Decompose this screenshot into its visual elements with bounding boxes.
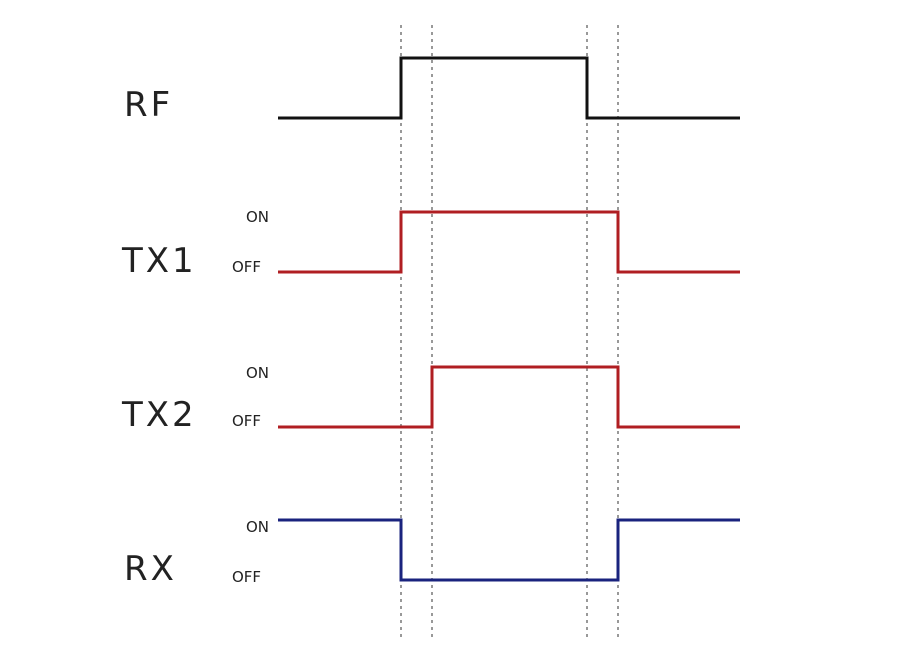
signal-tx1: TX1 ON OFF [121, 208, 740, 281]
signal-rf: RF [124, 56, 740, 125]
off-label-tx2: OFF [232, 412, 261, 430]
waveform-rf [278, 56, 740, 120]
off-label-tx1: OFF [232, 258, 261, 276]
signal-tx2: TX2 ON OFF [121, 364, 740, 435]
waveform-rx [278, 518, 740, 582]
signal-label-tx2: TX2 [121, 395, 197, 435]
signal-label-tx1: TX1 [121, 241, 197, 281]
signal-label-rx: RX [124, 549, 177, 589]
signal-rx: RX ON OFF [124, 518, 740, 589]
on-label-rx: ON [246, 518, 269, 536]
on-label-tx2: ON [246, 364, 269, 382]
waveform-tx2 [278, 365, 740, 429]
signal-label-rf: RF [124, 85, 173, 125]
on-label-tx1: ON [246, 208, 269, 226]
waveform-tx1 [278, 210, 740, 274]
off-label-rx: OFF [232, 568, 261, 586]
